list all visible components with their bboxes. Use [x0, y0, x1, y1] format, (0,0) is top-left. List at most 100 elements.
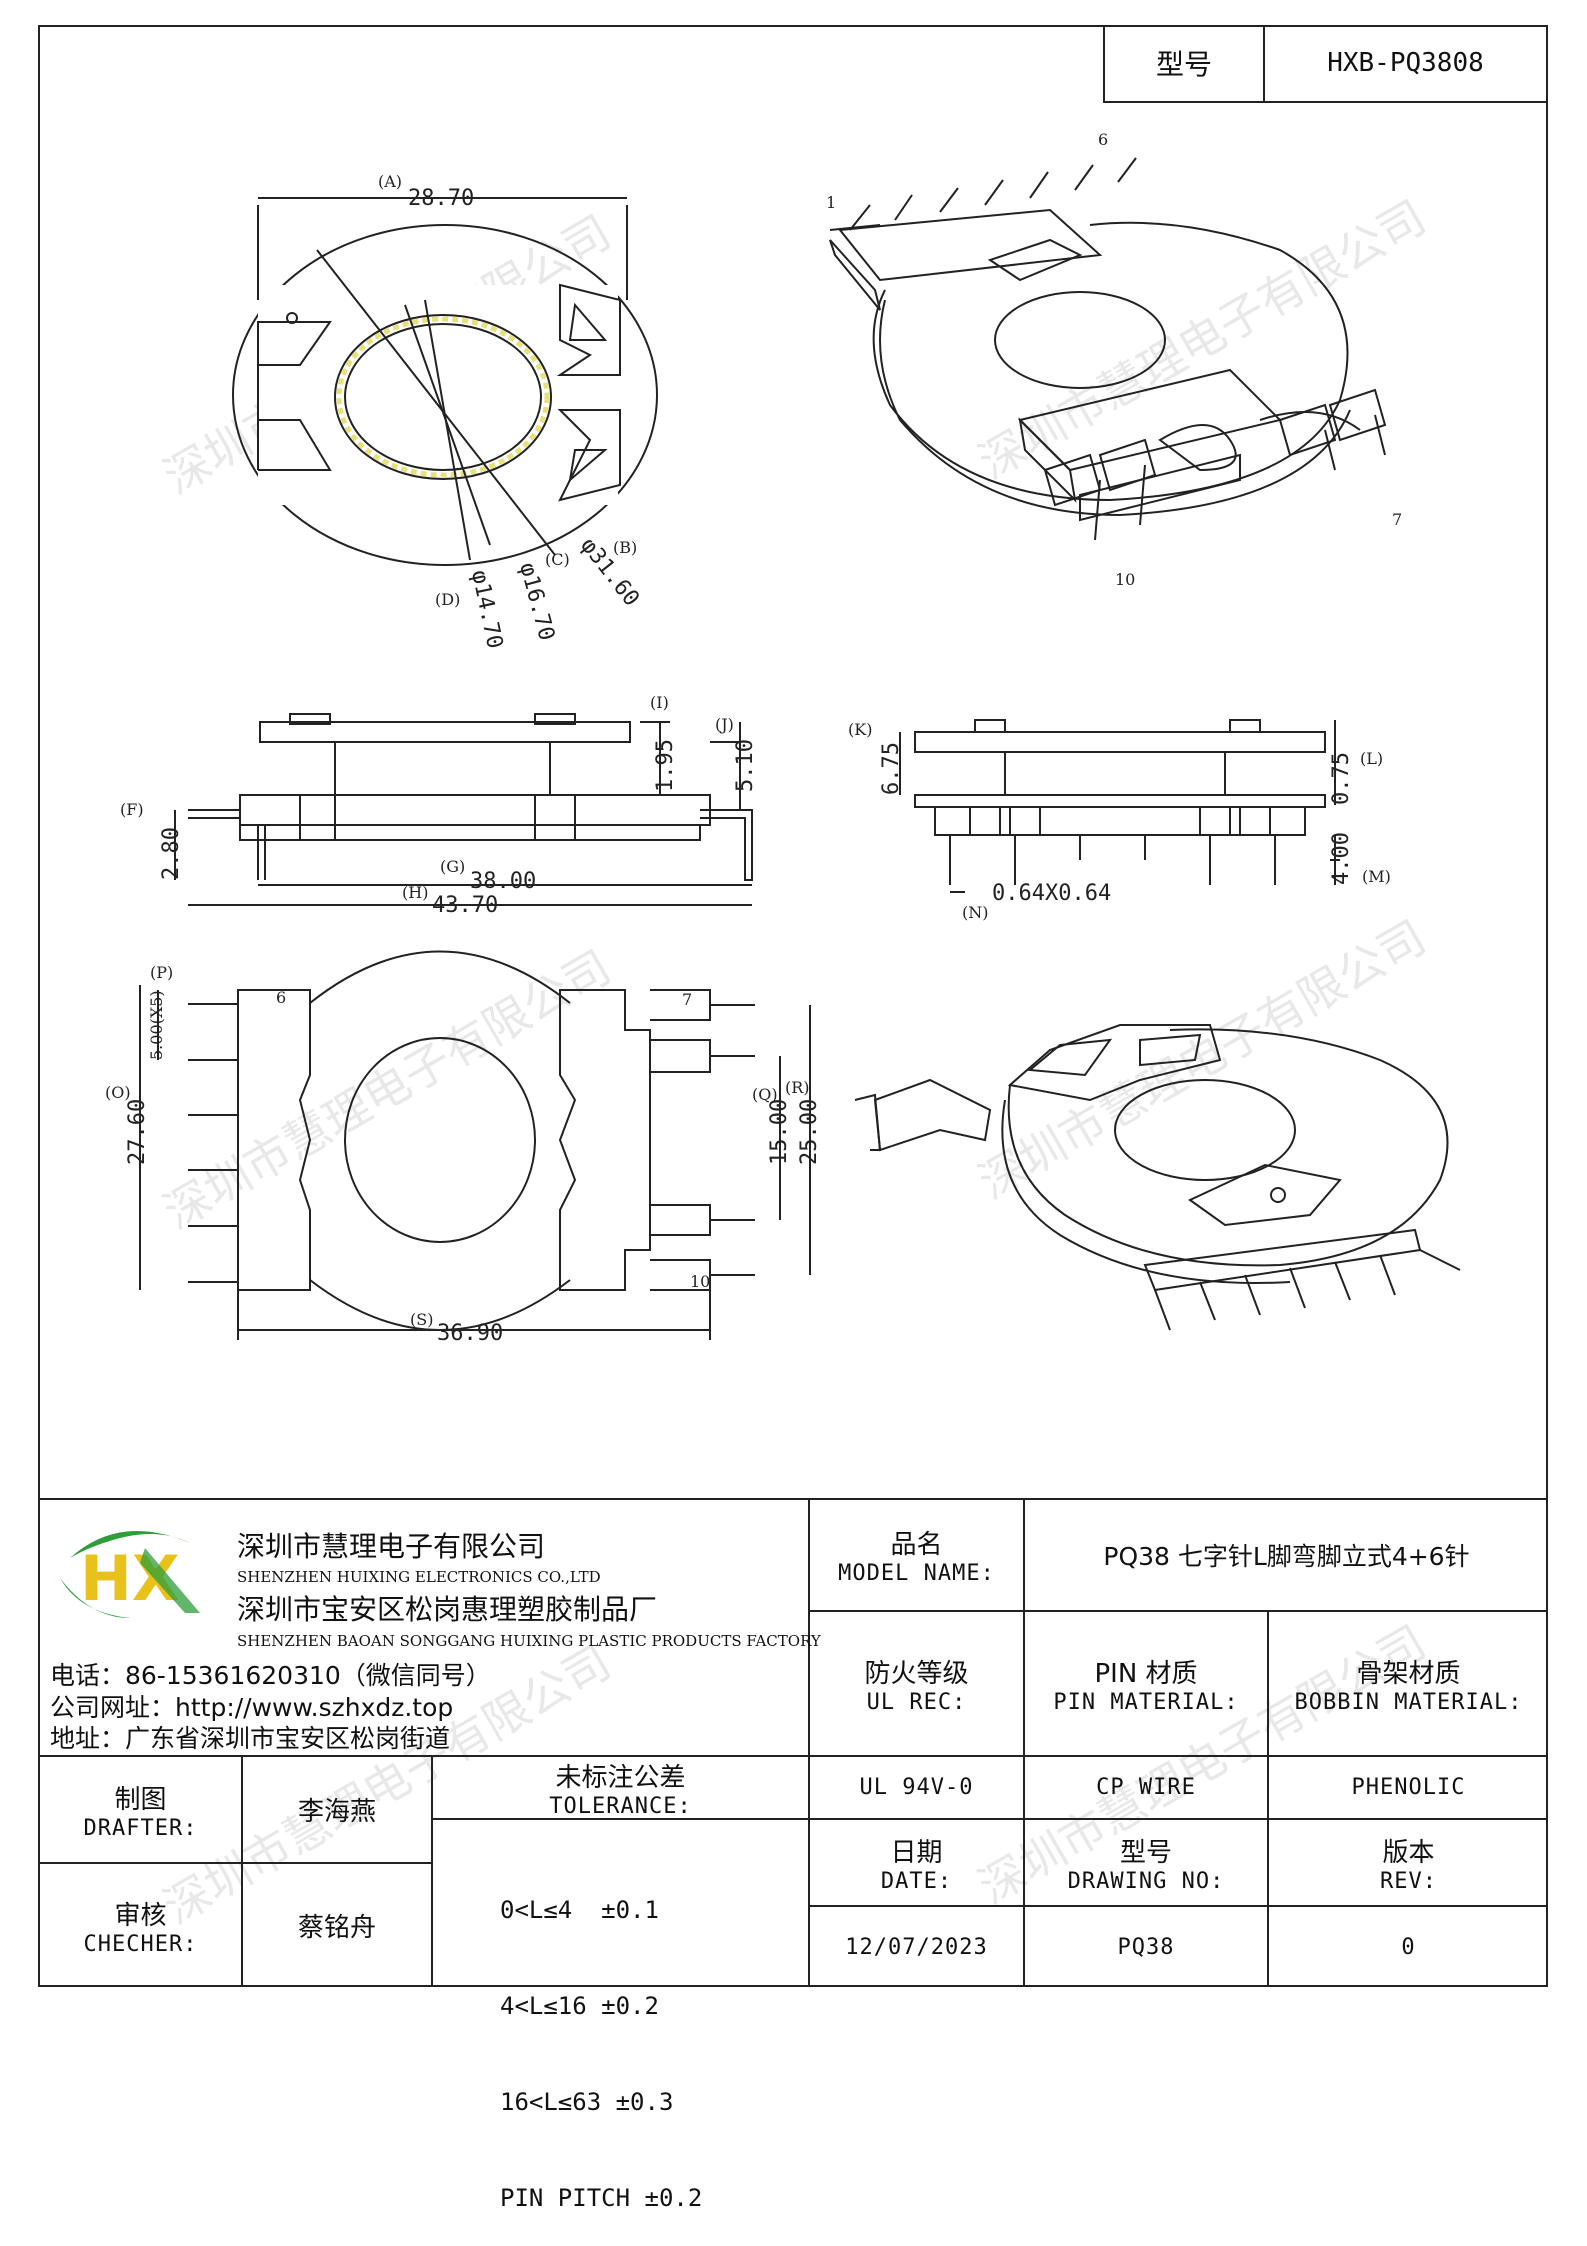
- pin-material-en: PIN MATERIAL:: [1053, 1689, 1239, 1715]
- dim-a: 28.70: [408, 186, 474, 211]
- side-view: [174, 713, 753, 906]
- model-label: 型号: [1105, 25, 1265, 101]
- model-name-header: 品名 MODEL NAME:: [810, 1500, 1023, 1610]
- pin-material-header: PIN 材质 PIN MATERIAL:: [1025, 1612, 1267, 1755]
- drafter-en: DRAFTER:: [83, 1815, 198, 1841]
- dim-label-h: (H): [402, 883, 428, 902]
- dim-m: 4.00: [1329, 832, 1354, 885]
- model-name-cn: 品名: [890, 1530, 943, 1560]
- bottom-view: [139, 950, 811, 1340]
- dim-s: 36.90: [437, 1321, 503, 1346]
- dim-label-r: (R): [785, 1078, 810, 1097]
- dim-c: φ16.70: [514, 560, 559, 643]
- dim-label-m: (M): [1362, 867, 1391, 886]
- rule: [808, 1610, 1548, 1612]
- pin-6-label: 6: [1098, 130, 1108, 149]
- pin-10-label: 10: [690, 1272, 710, 1291]
- date-en: DATE:: [880, 1868, 953, 1894]
- dim-label-q: (Q): [752, 1085, 778, 1104]
- tolerance-line: PIN PITCH ±0.2: [500, 2184, 703, 2212]
- front-view: [899, 719, 1340, 893]
- dim-label-i: (I): [650, 693, 669, 712]
- rule: [241, 1755, 243, 1987]
- model-value: HXB-PQ3808: [1327, 48, 1484, 78]
- top-view: [232, 197, 658, 566]
- model-number-box: 型号 HXB-PQ3808: [1103, 25, 1548, 103]
- company-name-en: SHENZHEN HUIXING ELECTRONICS CO.,LTD: [237, 1568, 601, 1586]
- dim-label-j: (J): [715, 715, 734, 734]
- tolerance-list: 0<L≤4 ±0.1 4<L≤16 ±0.2 16<L≤63 ±0.3 PIN …: [500, 1830, 702, 2246]
- company-phone: 电话：86-15361620310（微信同号）: [50, 1661, 491, 1690]
- rule: [1023, 1498, 1025, 1987]
- rule: [431, 1755, 433, 1987]
- tolerance-cn: 未标注公差: [555, 1762, 686, 1793]
- dim-l: 0.75: [1329, 752, 1354, 805]
- pin-6-label: 6: [276, 988, 286, 1007]
- dim-label-c: (C): [545, 550, 570, 569]
- dim-p: 5.00(X5): [147, 990, 166, 1060]
- company-name-cn: 深圳市慧理电子有限公司: [237, 1530, 546, 1563]
- rev-en: REV:: [1380, 1868, 1437, 1894]
- rule: [431, 1818, 808, 1820]
- drawing-no-value: PQ38: [1117, 1934, 1175, 1960]
- ul-header: 防火等级 UL REC:: [810, 1612, 1023, 1755]
- drafter-value: 李海燕: [297, 1797, 376, 1827]
- dim-n: 0.64X0.64: [992, 881, 1111, 906]
- bobbin-material-header: 骨架材质 BOBBIN MATERIAL:: [1269, 1612, 1548, 1755]
- pin-10-label: 10: [1115, 570, 1135, 589]
- dim-label-g: (G): [440, 857, 465, 876]
- model-name-en: MODEL NAME:: [838, 1561, 995, 1586]
- factory-name-en: SHENZHEN BAOAN SONGGANG HUIXING PLASTIC …: [237, 1632, 821, 1650]
- date-cn: 日期: [890, 1837, 943, 1868]
- bobbin-material-en: BOBBIN MATERIAL:: [1294, 1689, 1523, 1715]
- dim-label-s: (S): [410, 1310, 433, 1329]
- company-address: 地址：广东省深圳市宝安区松岗街道: [50, 1724, 451, 1753]
- dim-j: 5.10: [733, 739, 758, 792]
- dim-label-p: (P): [150, 963, 173, 982]
- dim-i: 1.95: [653, 739, 678, 792]
- dim-h: 43.70: [432, 893, 498, 918]
- checker-en: CHECHER:: [83, 1931, 198, 1957]
- dim-label-d: (D): [435, 590, 460, 609]
- drawing-sheet: [38, 25, 1548, 1987]
- rev-value: 0: [1401, 1934, 1416, 1960]
- pin-7-label: 7: [1392, 510, 1402, 529]
- dim-label-o: (O): [105, 1083, 131, 1102]
- iso-bottom-view: [854, 1024, 1461, 1331]
- rule: [1267, 1610, 1269, 1987]
- tolerance-line: 16<L≤63 ±0.3: [500, 2088, 674, 2116]
- pin-material-value: CP WIRE: [1096, 1775, 1196, 1800]
- technical-drawing: (A) 28.70 (B) φ31.60 (C) φ16.70 (D) φ14.…: [105, 130, 1461, 1346]
- rule: [38, 1755, 1548, 1757]
- bobbin-material-cn: 骨架材质: [1356, 1658, 1461, 1689]
- company-website: 公司网址：http://www.szhxdz.top: [50, 1693, 454, 1722]
- drawing-no-header: 型号 DRAWING NO:: [1025, 1820, 1267, 1905]
- rev-cn: 版本: [1382, 1837, 1435, 1868]
- rule: [808, 1498, 810, 1987]
- dim-g: 38.00: [470, 869, 536, 894]
- date-header: 日期 DATE:: [810, 1820, 1023, 1905]
- factory-name-cn: 深圳市宝安区松岗惠理塑胶制品厂: [237, 1593, 658, 1626]
- date-value: 12/07/2023: [845, 1934, 988, 1960]
- pin-1-label: 1: [826, 193, 836, 212]
- company-logo: HX: [60, 1531, 200, 1618]
- rule: [808, 1818, 1548, 1820]
- dim-label-b: (B): [613, 538, 637, 557]
- ul-value: UL 94V-0: [859, 1775, 974, 1800]
- rule: [808, 1905, 1548, 1907]
- dim-r: 25.00: [797, 1099, 822, 1165]
- dim-o: 27.60: [125, 1099, 150, 1165]
- checker-value: 蔡铭舟: [297, 1913, 376, 1943]
- dim-label-k: (K): [848, 720, 872, 739]
- dim-label-f: (F): [120, 800, 144, 819]
- dim-label-n: (N): [962, 903, 988, 922]
- tolerance-en: TOLERANCE:: [549, 1793, 692, 1819]
- checker-cn: 审核: [114, 1900, 167, 1931]
- dim-d: φ14.70: [466, 568, 507, 651]
- pin-7-label: 7: [682, 990, 692, 1009]
- rule: [38, 1862, 431, 1864]
- drafter-header: 制图 DRAFTER:: [40, 1757, 241, 1862]
- tolerance-line: 0<L≤4 ±0.1: [500, 1896, 659, 1924]
- rev-header: 版本 REV:: [1269, 1820, 1548, 1905]
- rule: [38, 1498, 1548, 1500]
